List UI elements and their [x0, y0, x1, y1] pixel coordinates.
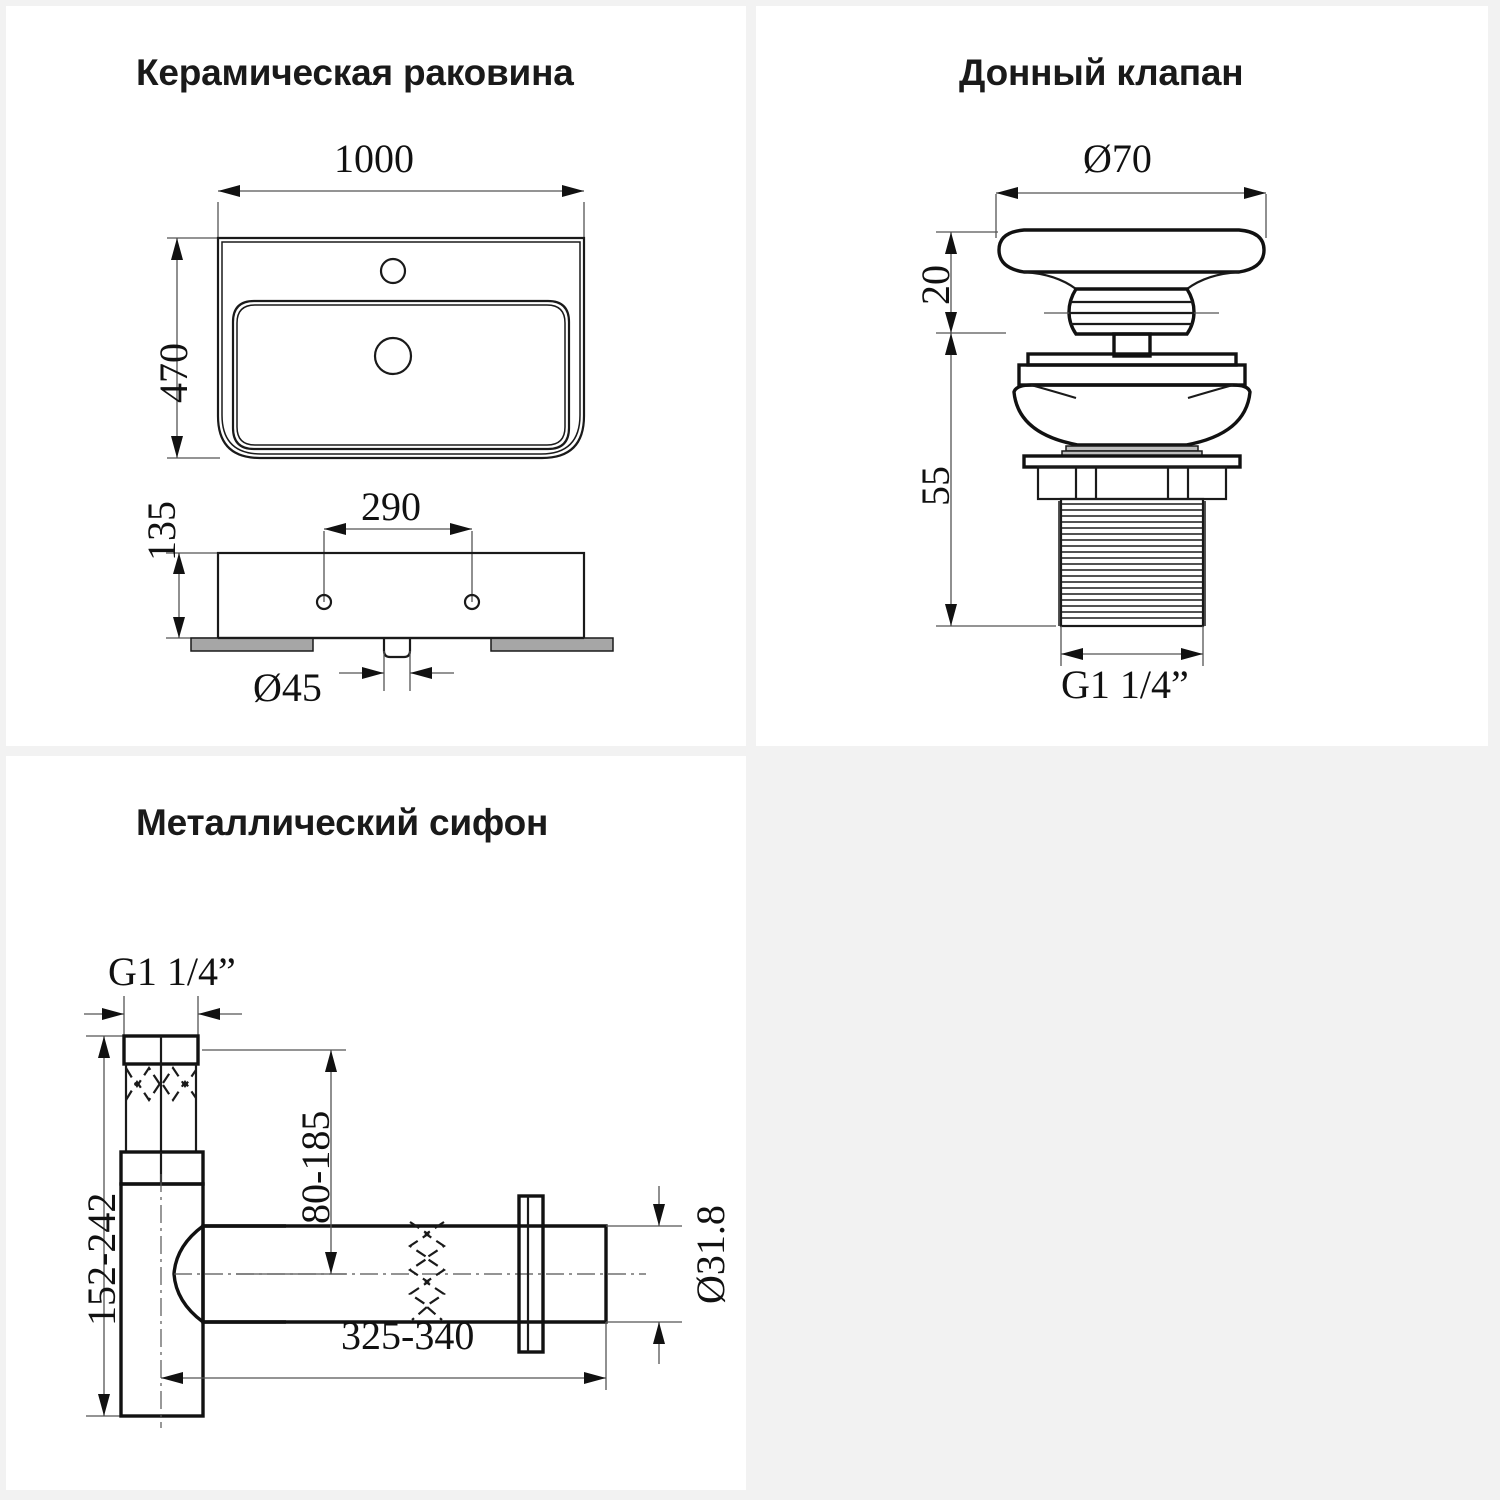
- valve-cap-shoulder-left: [1023, 270, 1077, 290]
- dimension-siphon-inlet-thread: [84, 996, 242, 1038]
- dimension-siphon-reach: [161, 1322, 607, 1390]
- sink-drain-notch: [382, 638, 412, 659]
- valve-stem: [1112, 332, 1152, 358]
- dimension-label-siphon-inlet-thread: G1 1/4”: [108, 949, 236, 994]
- drawing-ceramic-sink: [166, 185, 614, 691]
- siphon-break-symbol-vertical: [125, 1066, 197, 1102]
- dimension-valve-cap-height: [936, 231, 1006, 334]
- panel-title-drain-valve: Донный клапан: [959, 52, 1244, 93]
- valve-stem-collar: [1067, 287, 1196, 336]
- panel-drain-valve: Донный клапан Ø70 20 55 G1 1/4”: [756, 6, 1488, 746]
- drawing-drain-valve: [936, 187, 1267, 666]
- sink-front-body: [216, 551, 586, 640]
- sink-mount-hole-left: [315, 593, 333, 611]
- sink-base-pad-left: [190, 637, 314, 652]
- valve-hex-nut: [1036, 465, 1228, 501]
- dimension-sink-width: [217, 185, 585, 238]
- dimension-sink-hole-spacing: [323, 523, 473, 602]
- siphon-body-cylinder: [119, 1182, 205, 1418]
- dimension-label-sink-height: 135: [139, 501, 184, 561]
- valve-bowl: [1012, 383, 1252, 447]
- drawing-metal-siphon: [84, 996, 682, 1428]
- dimension-label-siphon-total-height: 152-242: [79, 1192, 124, 1326]
- dimension-siphon-outlet-height: [202, 1049, 346, 1275]
- dimension-valve-body-length: [936, 333, 1056, 627]
- sink-basin-outline: [231, 299, 571, 451]
- dimension-label-valve-cap-diameter: Ø70: [1083, 136, 1152, 181]
- dimension-label-sink-depth: 470: [151, 343, 196, 403]
- sink-outer-outline-inner: [221, 241, 581, 455]
- dimension-label-valve-thread: G1 1/4”: [1061, 662, 1189, 707]
- dimension-label-sink-drain-diameter: Ø45: [253, 665, 322, 710]
- dimension-label-valve-body-length: 55: [913, 466, 958, 506]
- valve-flange: [1022, 454, 1242, 469]
- sink-basin-outline-inner: [236, 304, 566, 446]
- valve-cap-shoulder-right: [1186, 270, 1240, 290]
- siphon-wall-flange: [517, 1194, 545, 1354]
- dimension-sink-depth: [167, 237, 220, 459]
- sink-base-pad-right: [490, 637, 614, 652]
- dimension-sink-height: [166, 552, 220, 639]
- dimension-label-sink-width: 1000: [334, 136, 414, 181]
- dimension-label-siphon-reach: 325-340: [341, 1313, 475, 1358]
- panel-title-metal-siphon: Металлический сифон: [136, 802, 549, 843]
- sink-faucet-hole: [379, 257, 407, 285]
- panel-title-ceramic-sink: Керамическая раковина: [136, 52, 574, 93]
- dimension-label-siphon-pipe-diameter: Ø31.8: [688, 1205, 733, 1304]
- valve-threaded-shank: [1058, 497, 1206, 628]
- panel-ceramic-sink: Керамическая раковина 1000 470 290 135 Ø…: [6, 6, 746, 746]
- sink-outer-outline: [216, 236, 586, 460]
- dimension-label-sink-hole-spacing: 290: [361, 484, 421, 529]
- dimension-valve-cap-diameter: [995, 187, 1267, 238]
- dimension-siphon-pipe-diameter: [606, 1186, 682, 1364]
- panel-metal-siphon: Металлический сифон G1 1/4” 152-242 80-1…: [6, 756, 746, 1490]
- sink-drain-hole: [373, 336, 413, 376]
- siphon-break-symbol-horizontal: [408, 1221, 446, 1321]
- valve-seal-plate-mid: [1017, 363, 1247, 387]
- dimension-label-valve-cap-height: 20: [913, 265, 958, 305]
- dimension-sink-drain-diameter: [339, 651, 454, 691]
- dimension-valve-thread: [1060, 626, 1204, 666]
- valve-cap: [997, 228, 1266, 274]
- sink-mount-hole-right: [463, 593, 481, 611]
- dimension-label-siphon-outlet-height: 80-185: [293, 1110, 338, 1224]
